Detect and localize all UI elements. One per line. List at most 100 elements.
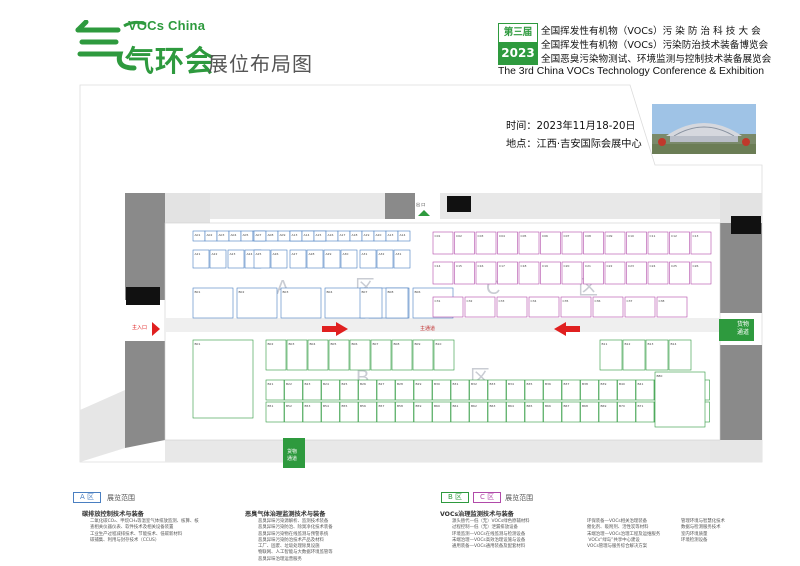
booth-label: B09 (415, 342, 421, 346)
booth-label: B01 (195, 290, 201, 294)
booth-label: C04 (499, 234, 505, 238)
cargo-channel-right: 货物通道 (737, 321, 750, 336)
booth (654, 371, 706, 428)
booth-label: B23 (305, 382, 311, 386)
edition-badge: 第三届 2023 (498, 23, 538, 65)
booth (635, 401, 655, 423)
booth-label: B63 (490, 404, 496, 408)
booth (561, 379, 581, 401)
booth-label: B52 (286, 404, 292, 408)
main-aisle-label: 主通道 (420, 326, 436, 332)
booth-label: C10 (628, 234, 634, 238)
booth (669, 231, 690, 255)
booth (432, 231, 454, 255)
booth-label: C25 (671, 264, 677, 268)
booth (561, 401, 581, 423)
booth (617, 401, 636, 423)
booth-label: A28 (309, 252, 315, 256)
booth-label: A02 (207, 233, 213, 237)
booth-label: B61 (453, 404, 459, 408)
booth-label: A31 (396, 252, 402, 256)
booth (475, 261, 497, 285)
booth (370, 339, 392, 371)
booth-label: B36 (545, 382, 551, 386)
booth-label: C19 (542, 264, 548, 268)
booth-label: B66 (545, 404, 551, 408)
cargo-channel-bottom: 货物通道 (287, 449, 298, 462)
booth-label: A03 (219, 233, 225, 237)
booth-label: C05 (521, 234, 527, 238)
col1-heading: 碳排放控制技术与装备 (82, 511, 144, 518)
title-en: The 3rd China VOCs Technology Conference… (498, 66, 765, 77)
booth (321, 401, 340, 423)
booth-label: A29 (326, 252, 332, 256)
booth (454, 261, 475, 285)
booth (518, 261, 540, 285)
booth (289, 249, 307, 269)
booth (626, 261, 647, 285)
booth-label: C24 (650, 264, 656, 268)
booth (192, 287, 234, 319)
booth-label: B14 (671, 342, 677, 346)
booth (647, 261, 669, 285)
booth (432, 261, 454, 285)
booth (604, 261, 626, 285)
booth (583, 231, 604, 255)
booth-label: B70 (619, 404, 625, 408)
booth-label: C03 (478, 234, 484, 238)
booth-label: B62 (471, 404, 477, 408)
booth (668, 339, 692, 371)
booth (209, 249, 227, 269)
booth (358, 401, 377, 423)
booth (340, 249, 358, 269)
booth-label: B54 (323, 404, 329, 408)
booth-label: B31 (453, 382, 459, 386)
booth (302, 401, 322, 423)
booth (376, 249, 394, 269)
booth (306, 249, 324, 269)
col3-heading: VOCs治理监测技术与装备 (440, 511, 514, 518)
booth-label: A31 (362, 252, 368, 256)
zone-bc-scope: 展览范围 (505, 493, 534, 502)
booth (528, 296, 560, 318)
venue-photo (652, 104, 756, 154)
booth-label: A18 (352, 233, 358, 237)
booth (395, 379, 414, 401)
booth-label: B59 (416, 404, 422, 408)
page-title: 展位布局图 (208, 52, 313, 76)
booth-label: B40 (619, 382, 625, 386)
booth (496, 296, 528, 318)
booth-label: B27 (379, 382, 385, 386)
booth (284, 379, 303, 401)
booth-label: B03 (289, 342, 295, 346)
booth-label: B25 (342, 382, 348, 386)
booth-label: B22 (286, 382, 292, 386)
booth-label: C22 (607, 264, 613, 268)
booth (645, 339, 669, 371)
booth-label: B55 (342, 404, 348, 408)
booth (359, 249, 377, 269)
booth-label: A04 (231, 233, 237, 237)
booth-label: B07 (373, 342, 379, 346)
booth (469, 379, 488, 401)
booth (647, 231, 669, 255)
restroom-icon (126, 196, 761, 305)
booth-label: C23 (628, 264, 634, 268)
booth-label: C15 (456, 264, 462, 268)
booth (270, 249, 288, 269)
col3b-text: 环保装备—VOCs相关治理装备 催化剂、吸附剂、活性炭等材料 末端治理—VOCs… (587, 519, 661, 550)
booth-label: C09 (607, 234, 613, 238)
zone-c-badge: C 区 (473, 492, 502, 503)
booth (286, 339, 308, 371)
zone-a-scope: 展览范围 (107, 493, 136, 502)
booth-label: B57 (379, 404, 385, 408)
booth (487, 401, 507, 423)
booth (385, 287, 409, 319)
booth-label: B26 (360, 382, 366, 386)
booth (690, 231, 712, 255)
booth (583, 261, 604, 285)
booth-label: B01 (195, 342, 201, 346)
booth-label: B38 (582, 382, 588, 386)
booth-label: B58 (397, 404, 403, 408)
booth (397, 230, 411, 242)
